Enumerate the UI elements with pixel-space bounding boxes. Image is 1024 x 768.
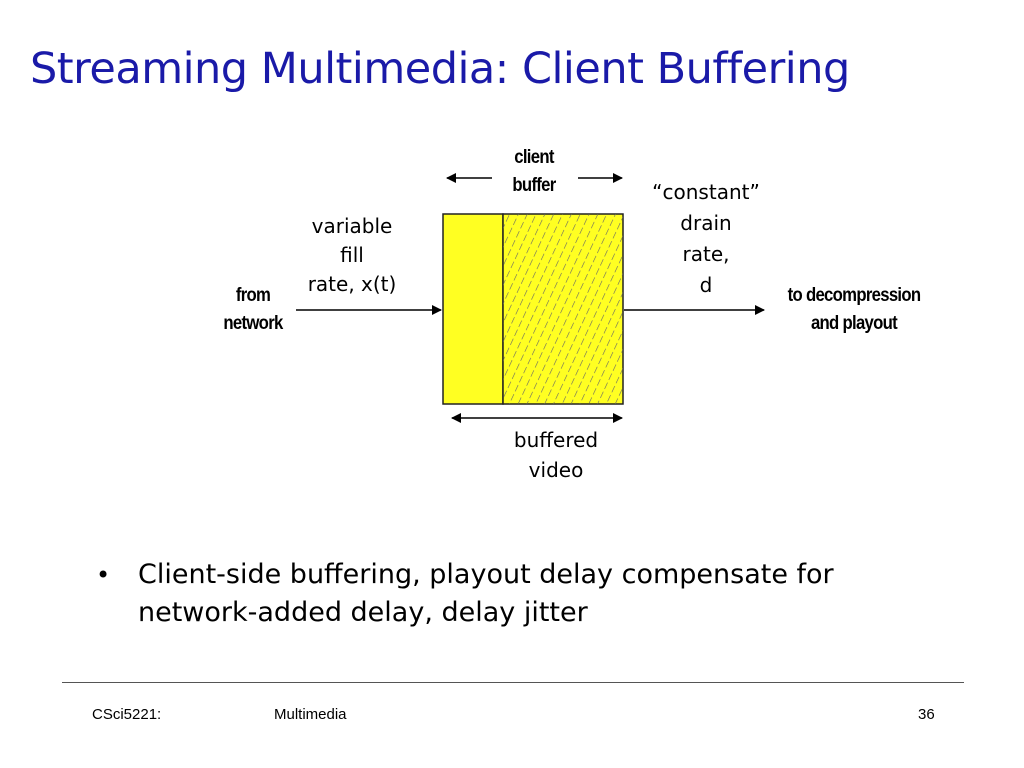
footer-divider [62,682,964,683]
slide-title: Streaming Multimedia: Client Buffering [30,44,850,94]
buffer-empty-region [442,213,504,405]
to-playout-label: to decompression and playout [787,285,921,334]
client-buffer-label: client buffer [512,147,556,196]
bullet-text: Client-side buffering, playout delay com… [138,559,834,628]
fill-rate-label: variable fill rate, x(t) [307,214,397,296]
footer-topic: Multimedia [274,706,347,723]
footer-page-number: 36 [918,706,935,723]
buffered-video-label: buffered video [513,428,599,482]
client-buffer-diagram: client buffer variable fill rate, x(t) “… [223,147,921,482]
diagram-graphics [296,173,765,423]
buffered-video-hatch [503,214,623,404]
from-network-label: from network [223,285,283,334]
footer-course: CSci5221: [92,706,162,723]
bullet-list: • Client-side buffering, playout delay c… [96,556,956,632]
drain-rate-label: “constant” drain rate, d [652,180,760,297]
bullet-item: • Client-side buffering, playout delay c… [96,556,956,632]
bullet-dot-icon: • [96,561,111,589]
